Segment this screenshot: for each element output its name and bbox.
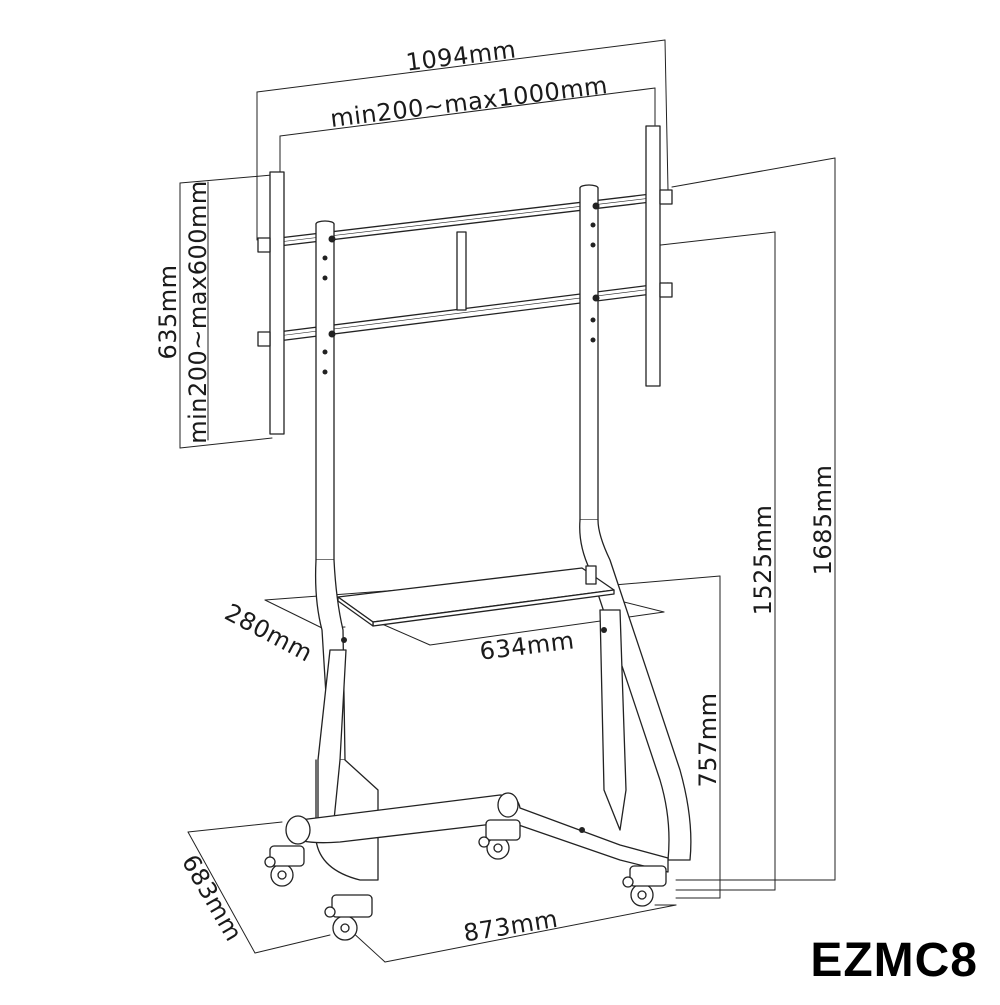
upright-poles bbox=[314, 184, 692, 881]
vesa-height-label: min200~max600mm bbox=[184, 180, 212, 444]
caster-left bbox=[264, 845, 305, 887]
total-height-label: 1685mm bbox=[809, 465, 837, 576]
caster-rear bbox=[478, 819, 521, 860]
bracket-height-label: 635mm bbox=[154, 264, 182, 359]
casters bbox=[264, 819, 667, 941]
vesa-brackets bbox=[257, 125, 673, 435]
bolts bbox=[322, 202, 607, 833]
dimension-lines bbox=[179, 39, 836, 963]
base-width-label: 873mm bbox=[462, 905, 560, 948]
vesa-width-label: min200~max1000mm bbox=[329, 71, 610, 133]
base-depth-label: 683mm bbox=[176, 850, 248, 946]
caster-front-left bbox=[324, 894, 373, 941]
caster-right bbox=[622, 865, 667, 907]
overall-width-label: 1094mm bbox=[404, 35, 517, 76]
model-code: EZMC8 bbox=[810, 934, 978, 987]
shelf bbox=[337, 565, 615, 627]
shelf-depth-label: 280mm bbox=[220, 598, 317, 667]
screen-center-height-label: 1525mm bbox=[749, 505, 777, 616]
shelf-height-label: 757mm bbox=[694, 692, 722, 787]
shelf-width-label: 634mm bbox=[478, 626, 576, 665]
base-frame bbox=[285, 792, 669, 873]
